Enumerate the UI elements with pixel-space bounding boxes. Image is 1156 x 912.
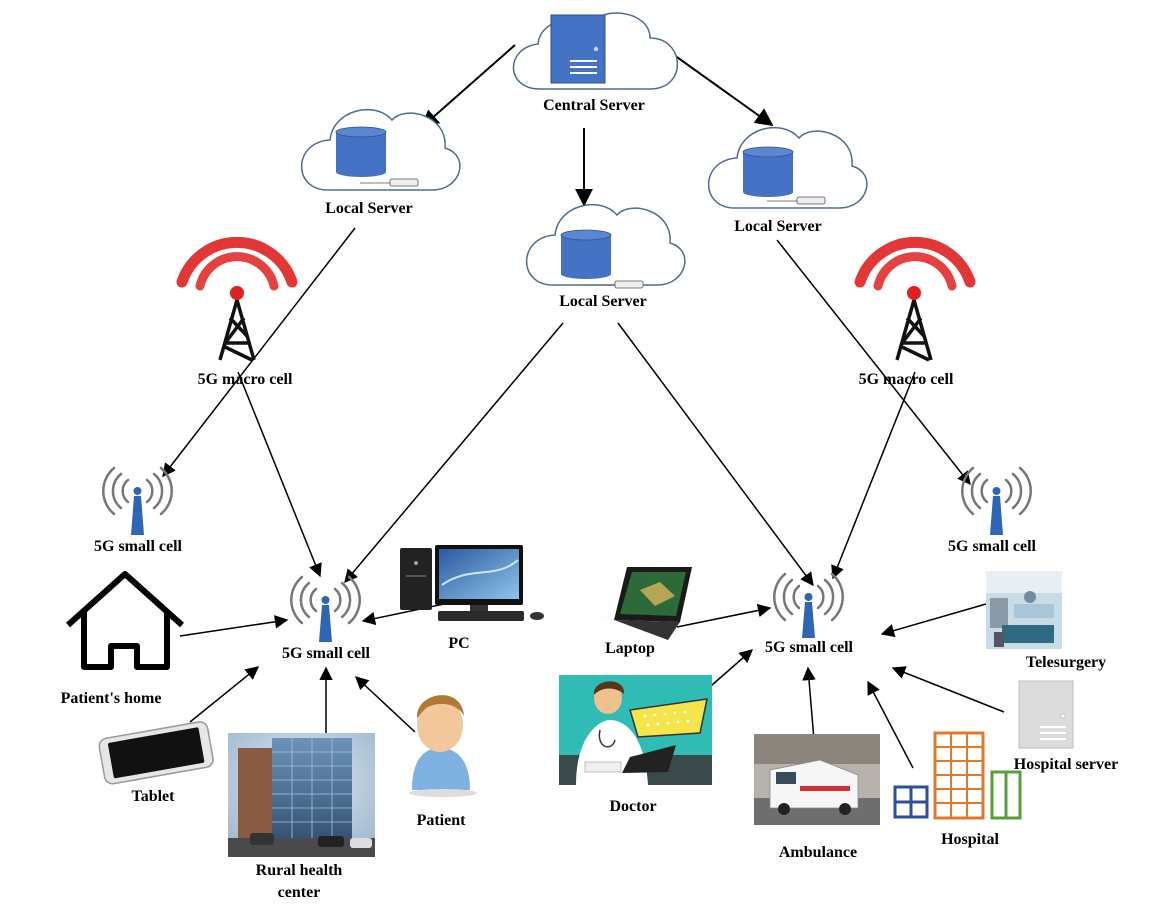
central-server-label: Central Server [543, 97, 645, 114]
edge-patient-to-small [355, 676, 416, 733]
telesurgery-node: Telesurgery [986, 571, 1106, 671]
edge-macro-right-to-small-center-right [831, 371, 916, 580]
tablet-icon [98, 721, 214, 785]
edge-local-center-to-small-center-left [344, 322, 564, 584]
laptop-node: Laptop [590, 567, 692, 657]
small-cell-far-left-label: 5G small cell [94, 538, 183, 555]
database-icon [335, 126, 387, 177]
small-cell-center-right-node: 5G small cell [765, 572, 854, 656]
server-icon [550, 14, 606, 84]
small-cell-center-right-label: 5G small cell [765, 639, 854, 656]
edge-hospital-to-small [867, 680, 914, 769]
doctor-label: Doctor [609, 798, 656, 815]
patient-node: Patient [409, 695, 477, 829]
hospital-server-label: Hospital server [1014, 756, 1118, 773]
edges [162, 44, 1005, 769]
hospital-node: Hospital [893, 731, 1022, 848]
macro-cell-left-node: 5G macro cell [176, 236, 298, 388]
tablet-node: Tablet [98, 721, 214, 805]
signal-waves-icon [854, 236, 976, 291]
ambulance-node: Ambulance [754, 734, 880, 861]
local-server-left-node: Local Server [300, 109, 461, 217]
small-cell-center-left-node: 5G small cell [282, 575, 371, 662]
patient-label: Patient [417, 812, 467, 829]
rack-unit-icon [360, 178, 419, 187]
ambulance-label: Ambulance [779, 844, 857, 861]
hospital-server-node: Hospital server [1014, 680, 1118, 773]
rack-unit-icon [586, 280, 644, 289]
small-cell-far-right-label: 5G small cell [948, 538, 1037, 555]
hospital-label: Hospital [941, 831, 999, 848]
macro-cell-right-label: 5G macro cell [859, 371, 954, 388]
database-icon [560, 229, 612, 279]
edge-central-to-local-left [420, 44, 516, 129]
edge-laptop-to-small [676, 603, 772, 628]
tablet-label: Tablet [132, 788, 176, 805]
edge-macro-left-to-small-center-left [237, 371, 322, 578]
edge-local-right-to-small-far-right [776, 239, 971, 486]
small-cell-antenna-icon [961, 466, 1032, 535]
small-cell-antenna-icon [773, 572, 844, 638]
desktop-computer-icon [400, 545, 544, 621]
rural-health-center-label-line1: Rural health [256, 862, 343, 879]
rural-health-center-node: Rural health center [228, 733, 375, 901]
edge-hospital-server-to-small [891, 666, 1005, 713]
hospital-building-icon [893, 731, 1022, 820]
tower-server-icon [1018, 680, 1074, 749]
rack-unit-icon [767, 196, 826, 205]
edge-tablet-to-small [189, 666, 260, 723]
small-cell-center-left-label: 5G small cell [282, 645, 371, 662]
local-server-right-node: Local Server [707, 127, 868, 235]
telesurgery-label: Telesurgery [1026, 654, 1106, 671]
small-cell-antenna-icon [290, 575, 361, 642]
signal-waves-icon [176, 236, 298, 291]
rural-health-center-label-line2: center [278, 884, 321, 901]
laptop-icon [590, 567, 692, 640]
doctor-illustration-icon [559, 675, 712, 785]
edge-telesurgery-to-small [880, 603, 987, 638]
macro-cell-left-label: 5G macro cell [198, 371, 293, 388]
edge-local-center-to-small-center-right [617, 322, 814, 587]
surgery-photo-icon [986, 571, 1062, 649]
pc-node: PC [400, 545, 544, 652]
edge-local-left-to-small-far-left [162, 227, 356, 478]
database-icon [742, 146, 794, 197]
local-server-left-label: Local Server [325, 200, 413, 217]
laptop-label: Laptop [605, 640, 655, 657]
local-server-right-label: Local Server [734, 218, 822, 235]
radio-tower-icon [218, 286, 256, 362]
patients-home-node: Patient's home [61, 571, 185, 707]
patients-home-label: Patient's home [61, 690, 162, 707]
small-cell-far-right-node: 5G small cell [948, 466, 1037, 555]
macro-cell-right-node: 5G macro cell [854, 236, 976, 388]
doctor-node: Doctor [559, 675, 712, 815]
person-icon [409, 695, 477, 797]
pc-label: PC [448, 635, 469, 652]
ambulance-photo-icon [754, 734, 880, 825]
edge-home-to-small [179, 615, 289, 637]
edge-ambulance-to-small [802, 666, 816, 741]
local-server-center-node: Local Server [525, 204, 686, 310]
edge-central-to-local-right [659, 44, 774, 127]
radio-tower-icon [895, 286, 933, 362]
small-cell-far-left-node: 5G small cell [94, 466, 183, 555]
house-icon [65, 571, 185, 670]
local-server-center-label: Local Server [559, 293, 647, 310]
central-server-node: Central Server [512, 12, 679, 114]
building-photo-icon [228, 733, 375, 857]
small-cell-antenna-icon [102, 466, 173, 535]
